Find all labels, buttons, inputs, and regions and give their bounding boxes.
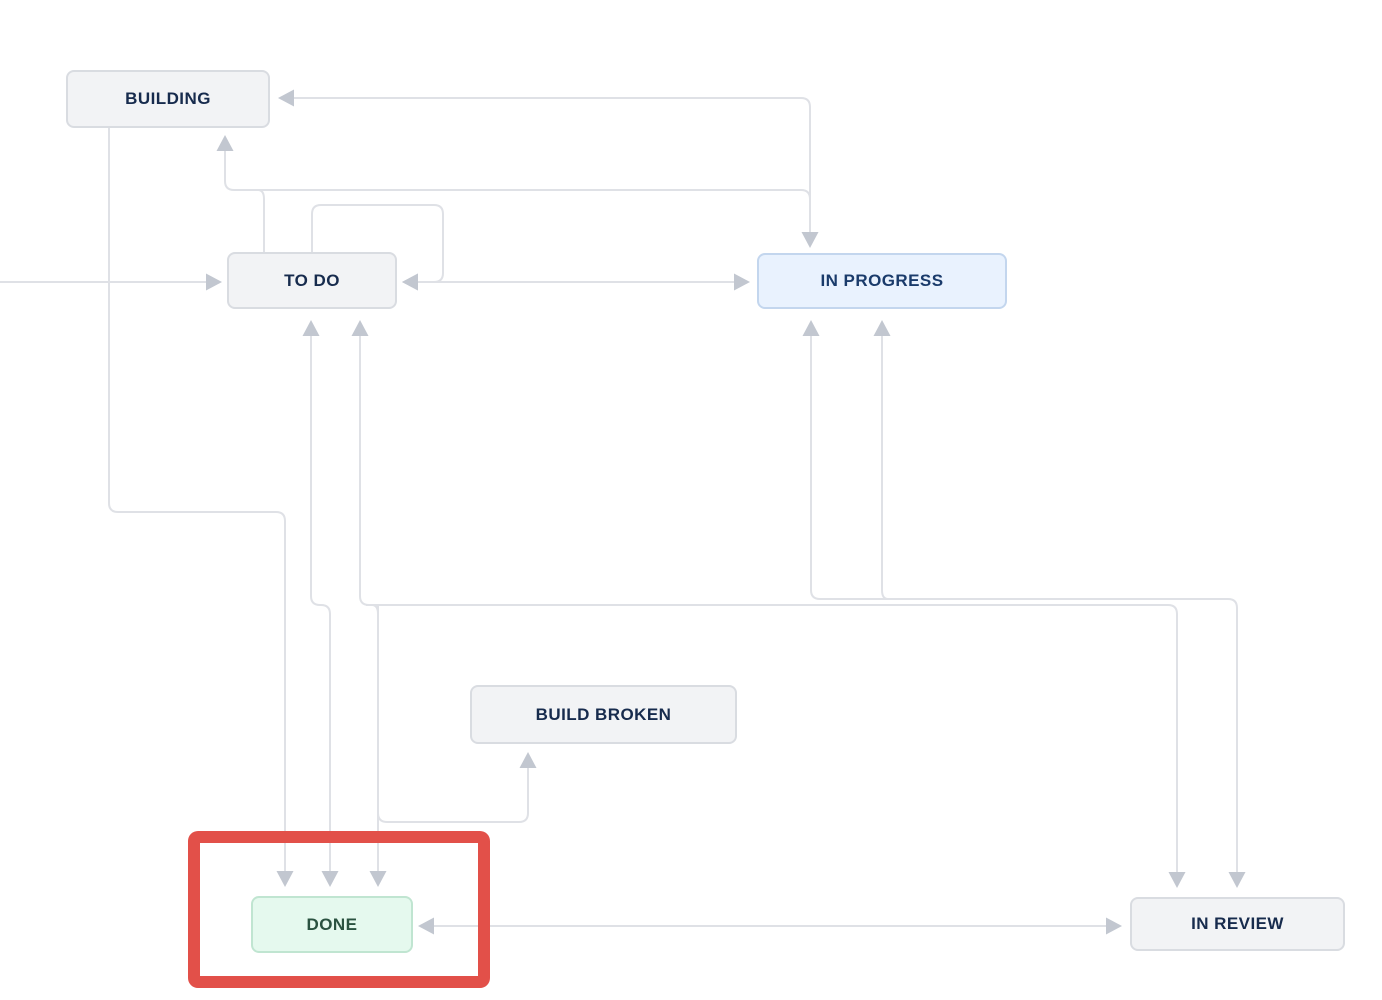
node-build-broken[interactable]: BUILD BROKEN <box>470 685 737 744</box>
node-to-do[interactable]: TO DO <box>227 252 397 309</box>
arrowhead-icon <box>519 752 537 768</box>
arrowhead-icon <box>276 871 294 887</box>
edge-todo-inreview-long <box>359 336 1178 872</box>
arrowhead-icon <box>402 273 418 291</box>
edge-building-to-done <box>108 128 286 871</box>
arrowhead-icon <box>278 89 294 107</box>
node-label: IN REVIEW <box>1191 914 1284 933</box>
arrowhead-icon <box>801 232 819 248</box>
arrowhead-icon <box>1168 872 1186 888</box>
edge-todo-done-jog <box>310 336 331 871</box>
arrowhead-icon <box>206 273 222 291</box>
node-in-progress[interactable]: IN PROGRESS <box>757 253 1007 309</box>
node-label: TO DO <box>284 270 340 290</box>
arrowhead-icon <box>369 871 387 887</box>
edge-rail-done-branch <box>366 604 379 871</box>
node-in-review[interactable]: IN REVIEW <box>1130 897 1345 951</box>
node-building[interactable]: BUILDING <box>66 70 270 128</box>
edge-todo-self-loop <box>311 204 444 283</box>
edge-mid-rail-to-building <box>224 151 811 212</box>
arrowhead-icon <box>873 320 891 336</box>
arrowhead-icon <box>321 871 339 887</box>
arrowhead-icon <box>216 135 234 151</box>
node-done[interactable]: DONE <box>251 896 413 953</box>
edge-rail-build-broken <box>377 605 529 823</box>
arrowhead-icon <box>418 917 434 935</box>
node-label: IN PROGRESS <box>820 271 944 290</box>
arrowhead-icon <box>351 320 369 336</box>
arrowhead-icon <box>734 273 750 291</box>
arrowhead-icon <box>1228 872 1246 888</box>
edge-inprogress-bottom-stub <box>881 336 894 600</box>
node-label: BUILD BROKEN <box>535 704 672 724</box>
arrowhead-icon <box>1106 917 1122 935</box>
node-label: BUILDING <box>125 89 211 108</box>
edge-inprogress-inreview-right <box>810 336 1238 872</box>
edge-inprogress-building-top <box>294 97 811 232</box>
node-label: DONE <box>306 914 358 934</box>
arrowhead-icon <box>802 320 820 336</box>
edge-todo-top-stub <box>252 189 265 252</box>
arrowhead-icon <box>302 320 320 336</box>
